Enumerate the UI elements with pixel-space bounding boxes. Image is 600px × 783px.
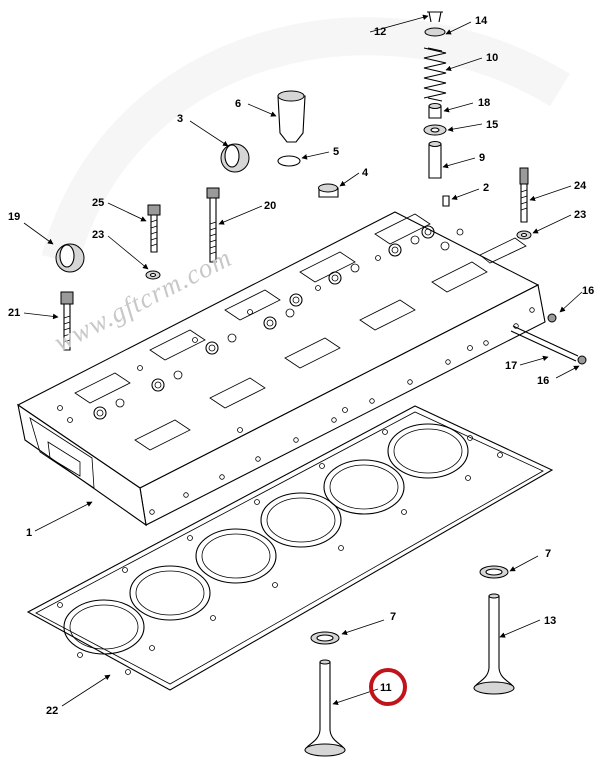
- callout-20: 20: [264, 200, 276, 212]
- callout-13: 13: [544, 615, 556, 627]
- part-7-ring-right: [479, 565, 509, 579]
- part-4-plug: [318, 183, 339, 198]
- highlight-circle-callout-11: [369, 668, 407, 706]
- callout-24: 24: [574, 180, 587, 192]
- callout-9: 9: [479, 152, 485, 164]
- callout-3: 3: [177, 113, 183, 125]
- part-23-washer-left: [145, 270, 161, 280]
- part-16-plug-upper: [547, 313, 557, 323]
- part-3-plug: [220, 143, 250, 173]
- part-10-spring: [423, 47, 447, 102]
- callout-25: 25: [92, 197, 104, 209]
- part-13-valve: [473, 593, 515, 695]
- part-18-seal: [428, 103, 442, 119]
- part-16-plug-lower: [577, 355, 587, 365]
- part-9-guide: [428, 141, 442, 179]
- callout-labels: 12 14 10 18 15 9 2 6 3 5 4 20 25 23 19 2…: [8, 15, 594, 717]
- part-23-washer-right: [516, 230, 532, 240]
- part-24-stud: [519, 167, 529, 223]
- part-2-dowel: [442, 195, 450, 207]
- part-11-valve: [304, 659, 346, 757]
- part-7-ring-left: [310, 631, 340, 645]
- head-ports: [57, 225, 473, 433]
- head-pockets: [74, 213, 527, 451]
- callout-15: 15: [486, 119, 498, 131]
- gasket-holes: [57, 429, 503, 675]
- callout-1: 1: [26, 527, 32, 539]
- part-20-bolt: [206, 187, 220, 263]
- callout-22: 22: [46, 705, 58, 717]
- callout-17: 17: [505, 360, 517, 372]
- part-25-bolt: [147, 204, 161, 253]
- callout-19: 19: [8, 211, 20, 223]
- gasket-bores: [63, 423, 469, 655]
- callout-5: 5: [333, 146, 339, 158]
- callout-11: 11: [380, 682, 392, 694]
- callout-16-upper: 16: [582, 285, 594, 297]
- callout-10: 10: [486, 52, 498, 64]
- callout-12: 12: [374, 26, 386, 38]
- part-5-o-ring: [277, 155, 301, 167]
- leader-lines: [23, 14, 583, 707]
- head-side-holes: [149, 307, 535, 515]
- part-6-sleeve: [277, 90, 306, 143]
- callout-7-left: 7: [390, 611, 396, 623]
- callout-23-left: 23: [92, 229, 104, 241]
- callout-21: 21: [8, 307, 20, 319]
- part-14-retainer: [424, 11, 446, 37]
- part-15-spring-seat: [423, 124, 447, 136]
- background-watermark-arc: [41, 17, 570, 266]
- callout-6: 6: [235, 98, 241, 110]
- callout-7-right: 7: [545, 548, 551, 560]
- callout-4: 4: [362, 167, 369, 179]
- head-gasket: [26, 405, 554, 691]
- callout-18: 18: [478, 97, 490, 109]
- part-19-plug: [55, 243, 85, 273]
- callout-14: 14: [475, 15, 488, 27]
- callout-2: 2: [483, 182, 489, 194]
- cylinder-head: [16, 211, 546, 527]
- part-21-bolt: [60, 291, 74, 351]
- callout-16-lower: 16: [537, 375, 549, 387]
- part-17-tube: [510, 325, 579, 362]
- callout-23-right: 23: [574, 209, 586, 221]
